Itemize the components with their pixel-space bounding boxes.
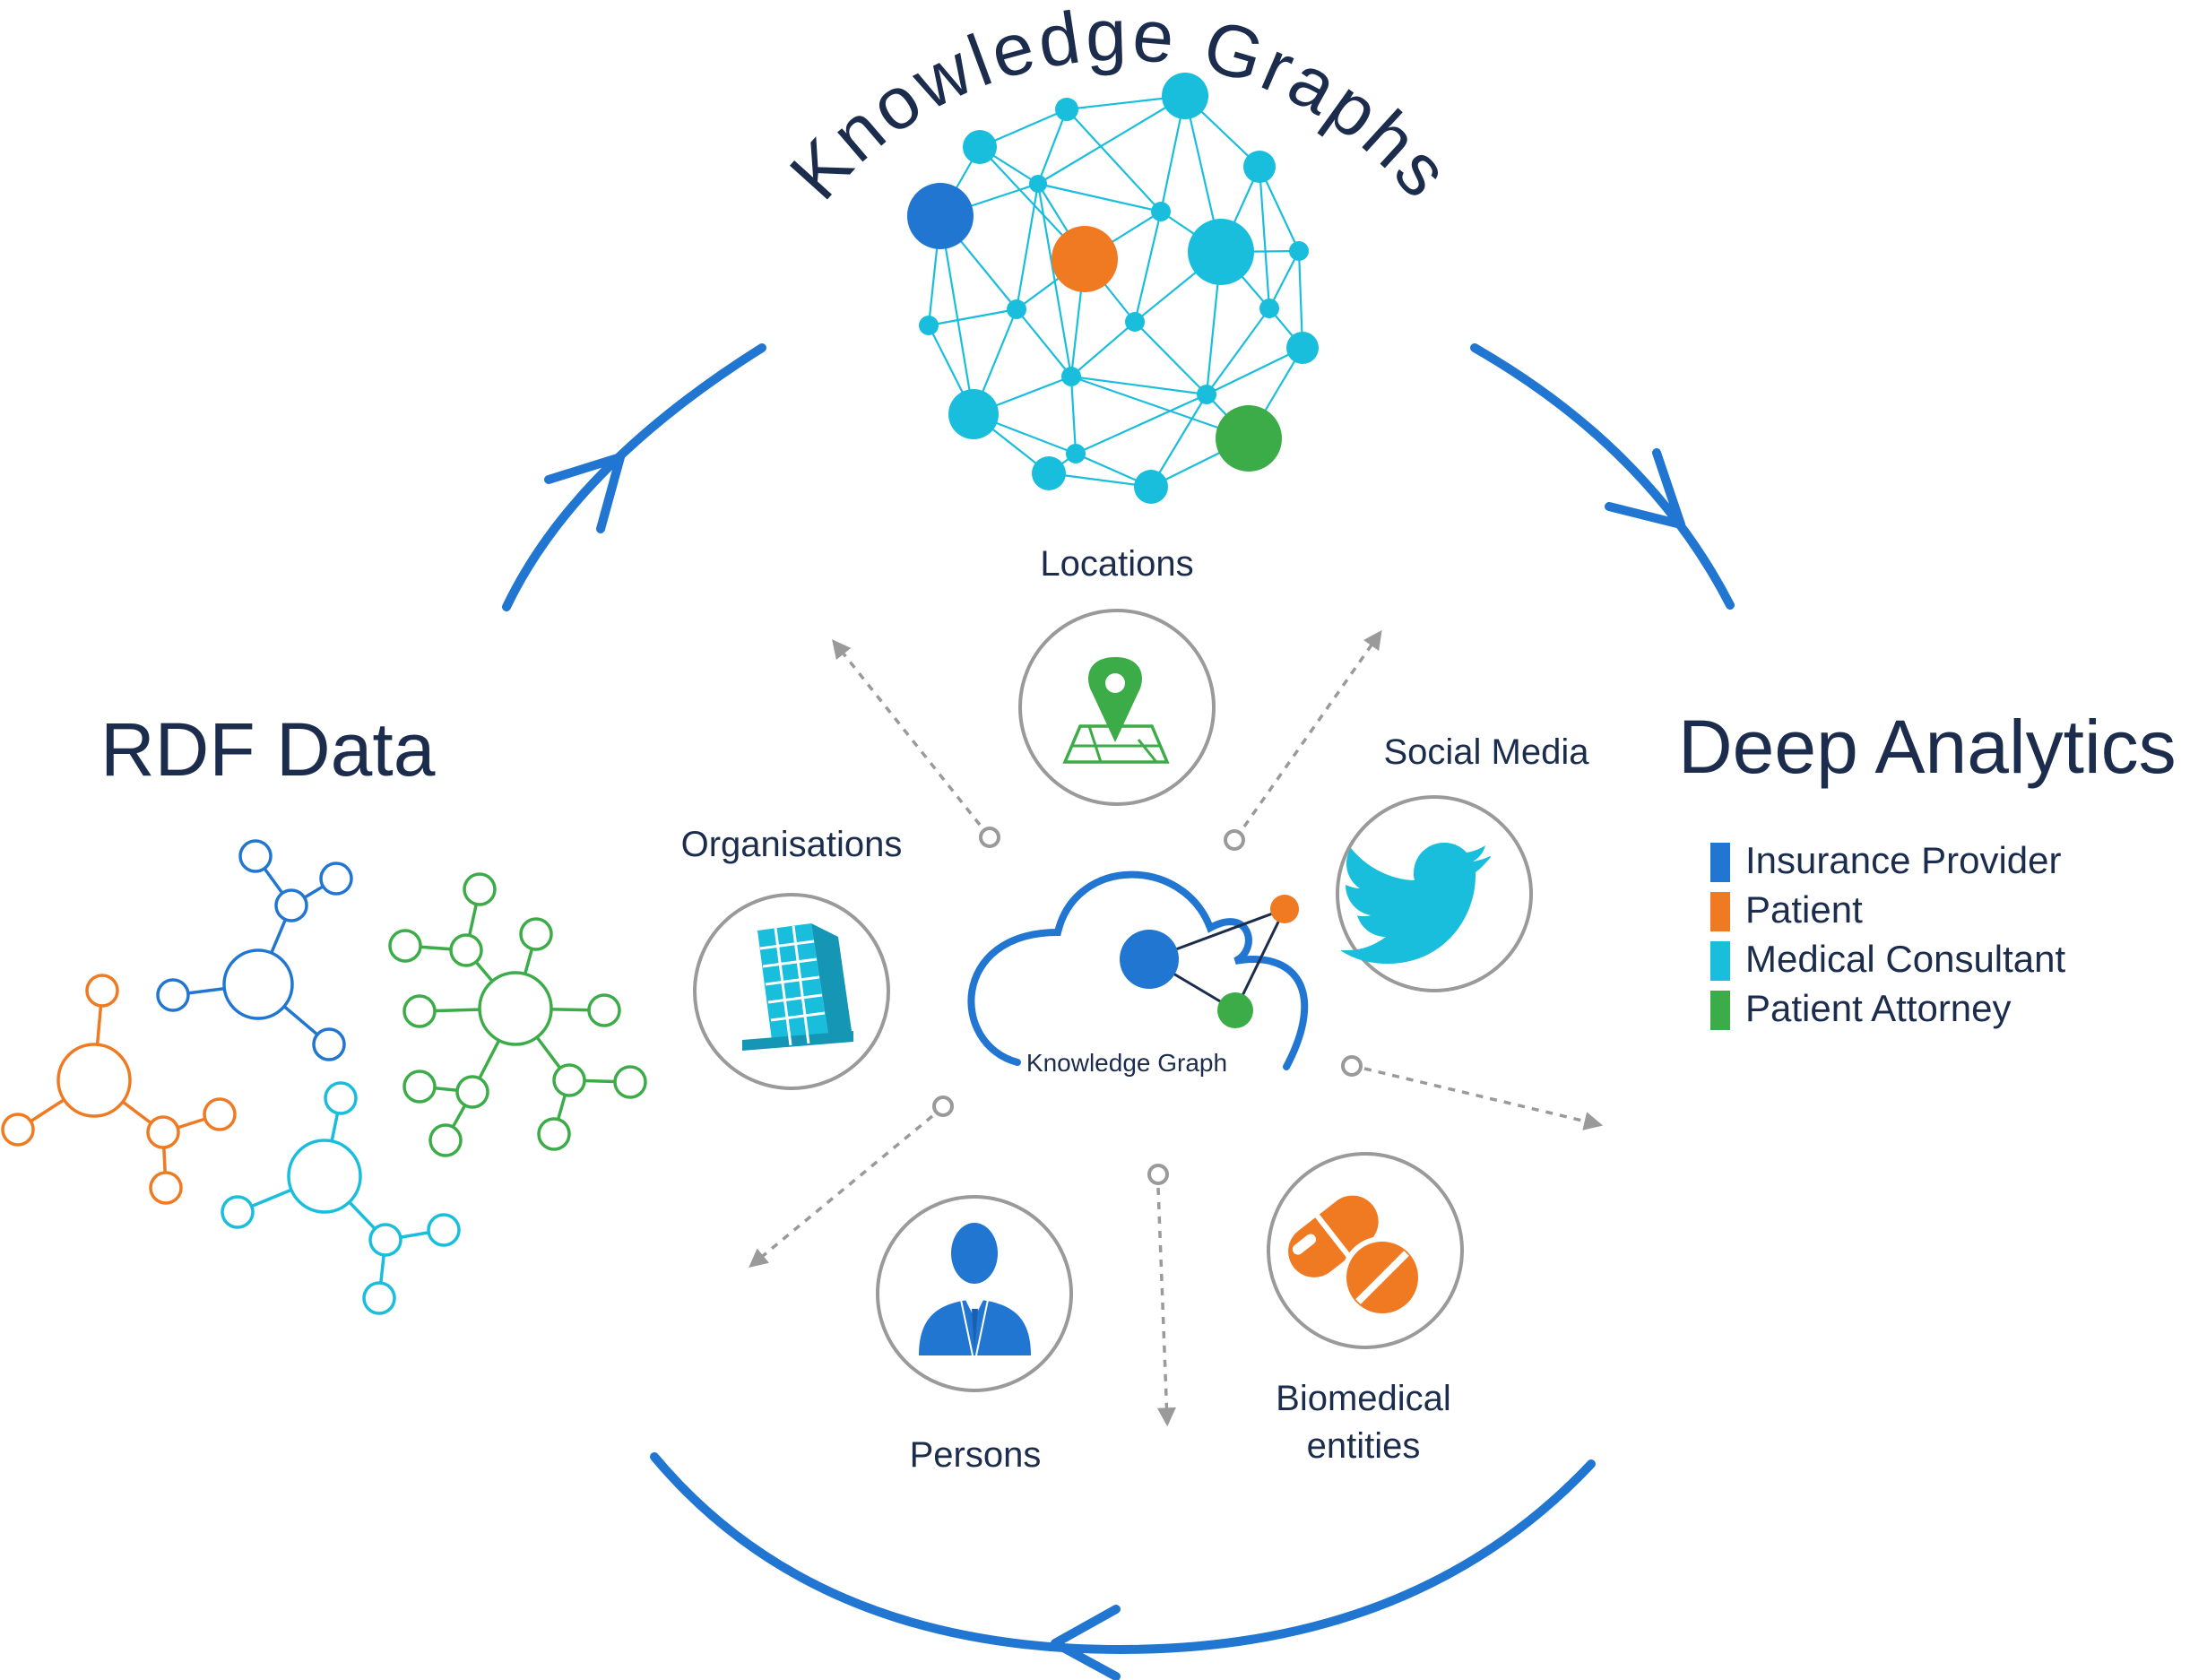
network-edge <box>1297 250 1304 349</box>
network-node-cyan <box>1134 470 1168 504</box>
rdf-molecule-blue <box>156 839 353 1061</box>
legend-label-patient: Patient <box>1745 888 1863 931</box>
legend: Insurance Provider Patient Medical Consu… <box>1710 839 2066 1030</box>
network-node-cyan <box>1066 444 1086 463</box>
rdf-molecule-green <box>388 872 647 1157</box>
network-edge <box>1070 375 1207 396</box>
rdf-data-title: RDF Data <box>100 707 436 792</box>
connector-upper-right <box>1242 629 1382 828</box>
cloud-node-orange <box>1270 895 1299 923</box>
rdf-molecule-cyan <box>221 1081 461 1315</box>
arrow-head-kg-to-analytics <box>1605 448 1685 529</box>
network-edge <box>1206 307 1270 395</box>
rdf-molecule-orange <box>1 974 237 1205</box>
biomedical-label-line2: entities <box>1307 1426 1421 1466</box>
legend-swatch-patient-attorney <box>1710 991 1730 1030</box>
arrow-rdf-to-kg <box>502 343 766 611</box>
legend-swatch-insurance-provider <box>1710 843 1730 882</box>
network-edge <box>1268 250 1300 309</box>
network-edge <box>1015 183 1040 310</box>
network-node-cyan <box>1259 299 1279 318</box>
cloud-node-green <box>1217 992 1253 1028</box>
cycle-arrows <box>502 343 1735 1680</box>
network-edge <box>939 215 975 415</box>
network-edge <box>1258 166 1271 309</box>
network-edge <box>1206 347 1303 395</box>
deep-analytics-title: Deep Analytics <box>1678 705 2177 789</box>
locations-label: Locations <box>1040 544 1193 584</box>
businessman-icon <box>919 1223 1031 1356</box>
knowledge-graphs-title-path: Knowledge Graphs <box>775 0 1463 215</box>
knowledge-graph-cloud: Knowledge Graph <box>967 870 1309 1077</box>
arrow-analytics-to-rdf <box>650 1452 1596 1654</box>
network-edge <box>1036 108 1069 185</box>
connector-right <box>1363 1067 1604 1130</box>
network-edge <box>1069 376 1078 455</box>
network-node-cyan <box>1286 332 1319 364</box>
arrow-head-analytics-to-rdf <box>1051 1605 1121 1680</box>
connector-bottom <box>1156 1187 1176 1427</box>
arrow-kg-to-analytics <box>1470 343 1735 610</box>
twitter-bird-icon <box>1340 843 1491 964</box>
arrow-head-rdf-to-kg <box>544 453 625 533</box>
knowledge-graph-network <box>907 73 1319 504</box>
network-node-cyan <box>1243 151 1276 183</box>
network-node-cyan <box>948 389 999 439</box>
network-node-cyan <box>1061 367 1081 386</box>
cloud-node-blue <box>1120 930 1179 989</box>
office-building-icon <box>742 923 853 1051</box>
network-node-cyan <box>1007 299 1026 319</box>
knowledge-graph-label: Knowledge Graph <box>1026 1049 1227 1077</box>
biomedical-label-line1: Biomedical <box>1276 1379 1451 1418</box>
network-edge <box>1016 308 1072 377</box>
network-edge <box>1150 394 1207 488</box>
network-node-cyan <box>963 130 997 164</box>
legend-swatch-patient <box>1710 892 1730 931</box>
network-edge <box>1133 211 1163 323</box>
network-edge <box>1037 182 1162 213</box>
network-node-orange <box>1052 226 1118 292</box>
legend-label-medical-consultant: Medical Consultant <box>1745 938 2066 980</box>
dashed-connectors <box>749 629 1604 1427</box>
network-node-cyan <box>1151 202 1171 221</box>
legend-label-insurance-provider: Insurance Provider <box>1745 839 2062 881</box>
network-nodes <box>907 73 1319 504</box>
network-node-green <box>1216 405 1282 472</box>
network-node-cyan <box>1162 73 1208 119</box>
cloud-outline <box>967 870 1309 1070</box>
network-edge <box>928 307 1017 327</box>
connector-lower-left <box>749 1114 934 1269</box>
network-edge <box>1075 393 1207 455</box>
connector-upper-left <box>832 639 982 827</box>
network-node-cyan <box>1032 456 1066 490</box>
network-node-cyan <box>1029 175 1047 193</box>
network-node-cyan <box>1055 98 1078 121</box>
network-node-cyan <box>919 316 939 335</box>
network-node-cyan <box>1197 385 1216 404</box>
network-edge <box>1070 321 1136 377</box>
network-node-cyan <box>1125 312 1145 332</box>
network-edge <box>1037 95 1186 185</box>
map-pin-icon <box>1062 657 1170 764</box>
knowledge-graphs-title: Knowledge Graphs <box>775 0 1467 215</box>
network-edge <box>1048 472 1152 489</box>
rdf-molecules <box>1 839 647 1315</box>
network-edge <box>1066 108 1162 212</box>
organisations-label: Organisations <box>681 825 903 864</box>
network-node-cyan <box>1188 219 1254 285</box>
legend-swatch-medical-consultant <box>1710 941 1730 981</box>
persons-label: Persons <box>910 1435 1042 1475</box>
pills-icon <box>1288 1195 1424 1319</box>
network-node-cyan <box>1289 241 1309 261</box>
network-node-blue <box>907 183 974 249</box>
connector-origins <box>932 827 1363 1185</box>
legend-label-patient-attorney: Patient Attorney <box>1745 987 2012 1029</box>
network-edge <box>1134 321 1207 395</box>
social-media-label: Social Media <box>1383 732 1589 772</box>
